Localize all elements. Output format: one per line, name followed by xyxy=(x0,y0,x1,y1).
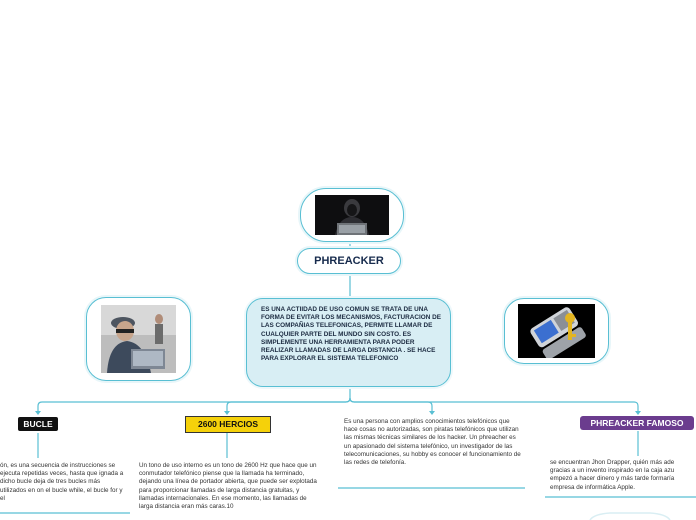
central-topic-description[interactable]: ES UNA ACTIIDAD DE USO COMUN SE TRATA DE… xyxy=(246,298,451,387)
connector-famoso xyxy=(349,397,639,413)
arrow-famoso xyxy=(635,411,641,415)
bucle-label[interactable]: BUCLE xyxy=(18,417,58,431)
hackers-at-laptop-image xyxy=(101,305,176,373)
description-text: ES UNA ACTIIDAD DE USO COMUN SE TRATA DE… xyxy=(261,306,442,363)
right-image-node[interactable] xyxy=(504,298,609,364)
hercios-label[interactable]: 2600 HERCIOS xyxy=(185,416,271,433)
top-image-node[interactable] xyxy=(300,188,404,242)
connector-bucle xyxy=(37,385,351,413)
hooded-hacker-image xyxy=(315,195,389,235)
connector-hercios xyxy=(226,397,351,413)
phreacker-famoso-text: se encuentran Jhon Drapper, quién más ad… xyxy=(550,459,675,491)
persona-text: Es una persona con amplios conocimientos… xyxy=(344,418,521,467)
left-image-node[interactable] xyxy=(86,297,191,381)
arrow-bucle xyxy=(35,411,41,415)
phone-and-key-image xyxy=(518,304,595,358)
arrow-hercios xyxy=(224,411,230,415)
arrow-persona xyxy=(429,411,435,415)
partial-node-bottom-right xyxy=(589,512,671,520)
hercios-text: Un tono de uso interno es un tono de 260… xyxy=(139,462,317,511)
phreacker-famoso-label[interactable]: PHREACKER FAMOSO xyxy=(580,416,694,430)
bucle-text: ón, es una secuencia de instrucciones se… xyxy=(0,462,124,502)
central-topic-title[interactable]: PHREACKER xyxy=(297,248,401,274)
connector-persona xyxy=(349,397,433,413)
